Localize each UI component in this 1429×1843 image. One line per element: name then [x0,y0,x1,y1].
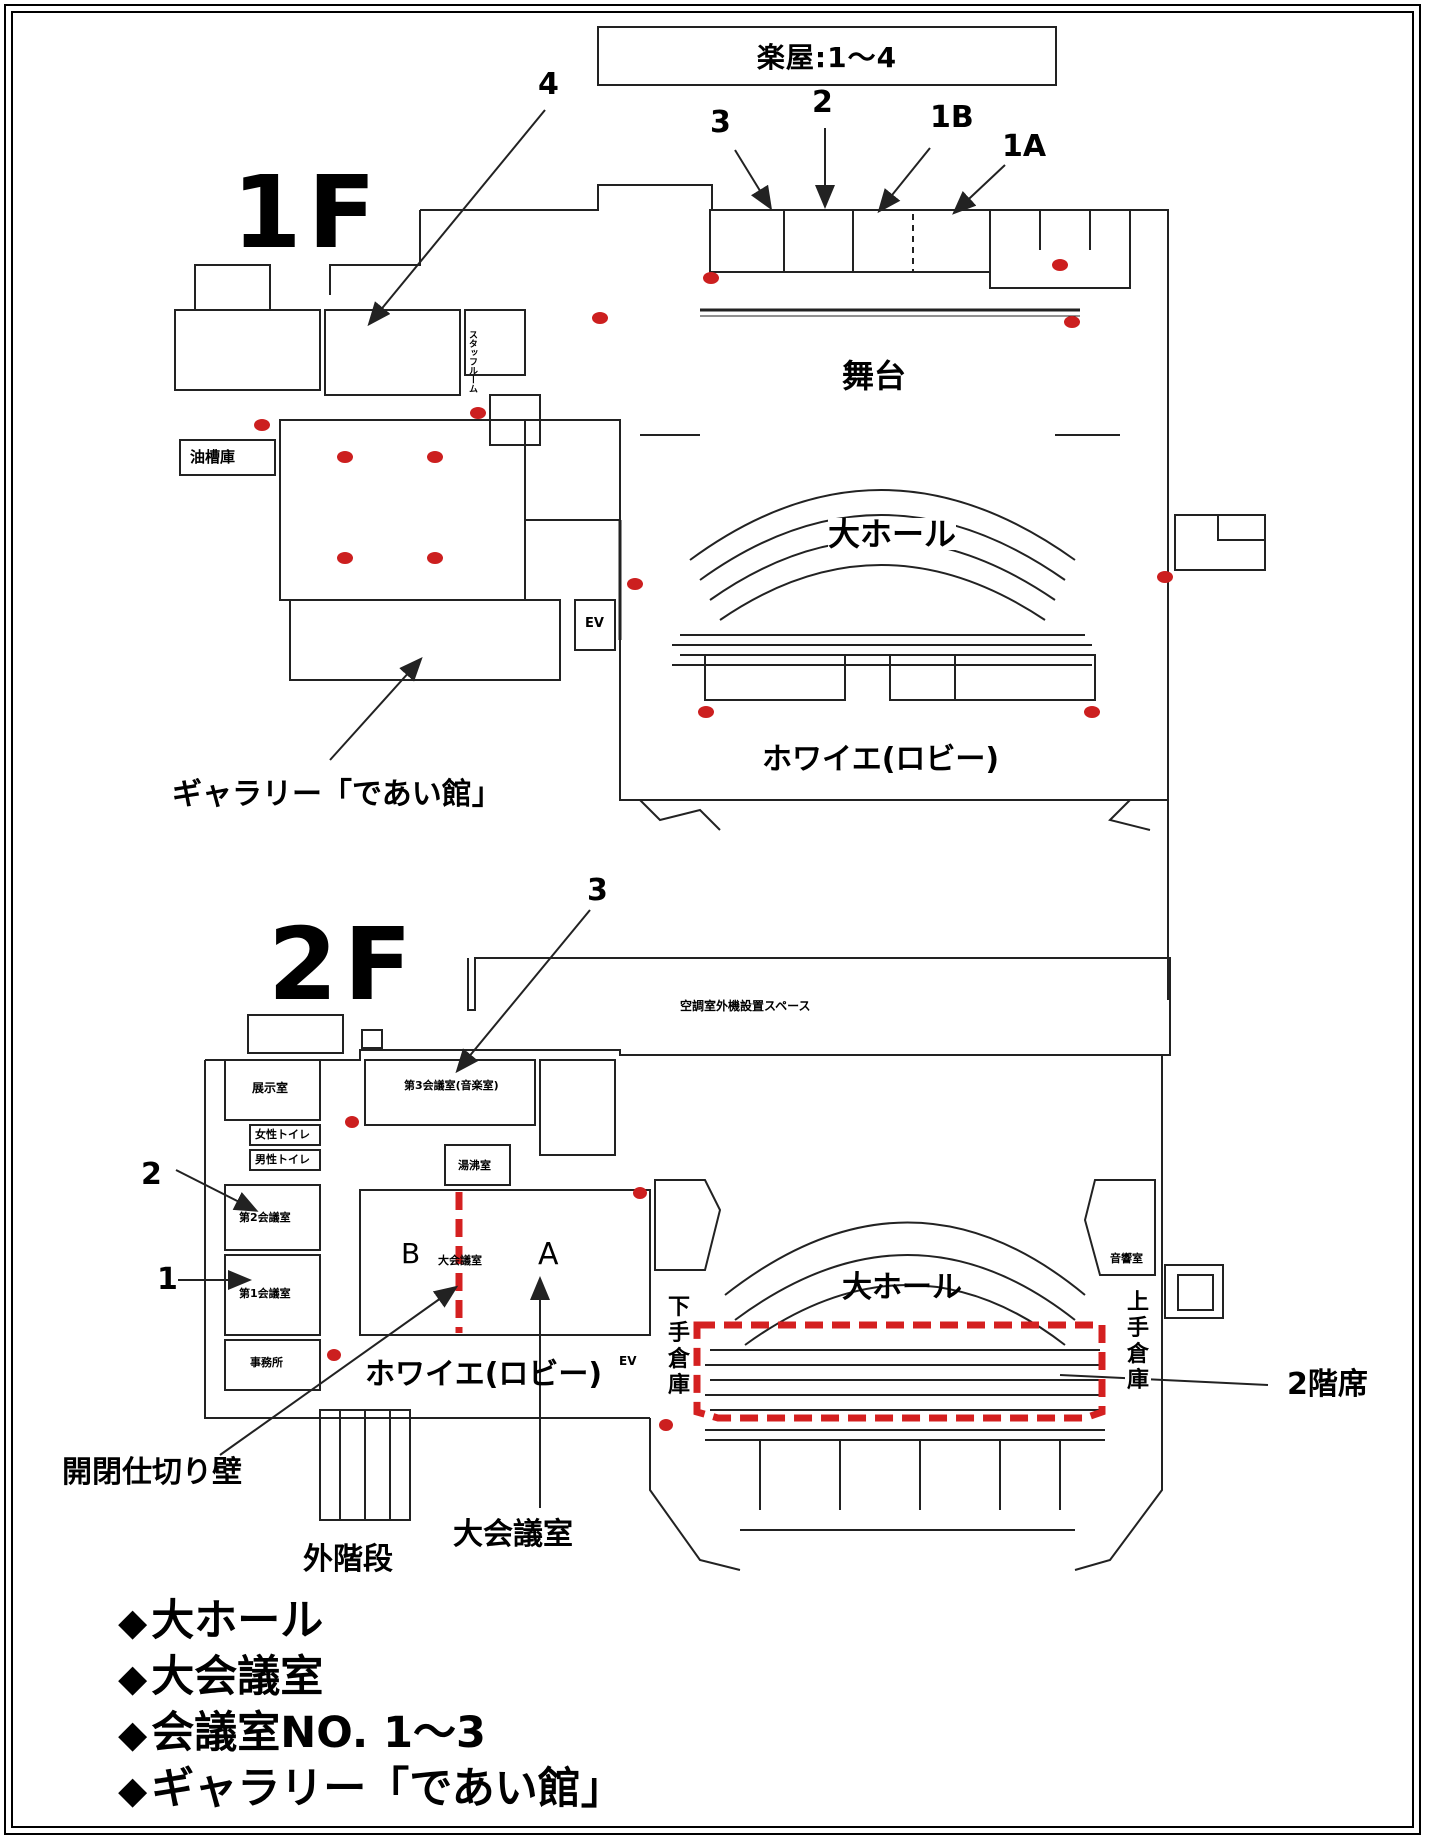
callout-room1a: 1A [1002,129,1047,164]
gallery-label: ギャラリー「であい館」 [172,777,502,812]
legend-item-text: ギャラリー「であい館」 [151,1764,624,1814]
callout-room2-2f: 2 [141,1157,162,1192]
ev-label-1f: EV [585,616,604,631]
diamond-bullet-icon: ◆ [118,1712,148,1756]
staff-room-label: スタッフルーム [467,330,477,393]
callout-room1b: 1B [930,100,974,135]
legend-item: ◆大会議室 [118,1656,624,1712]
diamond-bullet-icon: ◆ [118,1600,148,1644]
facility-legend: ◆大ホール ◆大会議室 ◆会議室NO. 1〜3 ◆ギャラリー「であい館」 [118,1600,624,1824]
callout-room2: 2 [812,85,833,120]
stage-right-storage-label: 上手倉庫 [1125,1290,1151,1394]
foyer-label-1f: ホワイエ(ロビー) [762,742,1000,777]
floor1-arrows [329,109,1006,761]
legend-item-text: 大会議室 [151,1652,324,1702]
large-conf-room-label: 大会議室 [453,1517,573,1552]
section-b-label: B [401,1237,421,1270]
kitchen-label: 湯沸室 [458,1159,491,1172]
floor2-label: 2F [268,906,418,1023]
floor2-highlights [455,1192,1106,1422]
ac-space-label: 空調室外機設置スペース [680,999,811,1013]
office-label: 事務所 [250,1356,283,1369]
dressing-rooms-header-text: 楽屋:1〜4 [756,41,898,74]
diamond-bullet-icon: ◆ [118,1768,148,1812]
conf-room2-label: 第2会議室 [239,1211,291,1224]
diamond-bullet-icon: ◆ [118,1656,148,1700]
floor1-plan [174,184,1266,1000]
floor2-plan [204,957,1224,1571]
legend-item-text: 会議室NO. 1〜3 [151,1708,486,1758]
floor1-label: 1F [232,154,382,271]
exhibition-room-label: 展示室 [252,1081,289,1095]
large-conf-small-label: 大会議室 [438,1254,482,1267]
large-hall-label-2f: 大ホール [842,1270,962,1305]
floor2-arrows [175,909,1269,1508]
callout-room1-2f: 1 [157,1262,178,1297]
legend-item-text: 大ホール [151,1596,324,1646]
conf-room1-label: 第1会議室 [239,1287,291,1300]
callout-room3: 3 [710,105,731,140]
external-stairs-label: 外階段 [303,1542,393,1577]
womens-toilet-label: 女性トイレ [255,1128,310,1141]
stage-left-storage-label: 下手倉庫 [666,1295,692,1399]
large-hall-label-1f: 大ホール [828,515,957,553]
floor2-markers [327,1116,673,1431]
section-a-label: A [538,1237,559,1272]
mens-toilet-label: 男性トイレ [255,1153,310,1166]
conf-room3-label: 第3会議室(音楽室) [404,1079,499,1092]
callout-room3-2f: 3 [587,873,608,908]
floor1-markers [254,259,1173,718]
second-floor-seats-label: 2階席 [1287,1367,1368,1402]
oil-tank-label: 油槽庫 [190,448,236,466]
legend-item: ◆会議室NO. 1〜3 [118,1712,624,1768]
stage-label: 舞台 [842,357,907,395]
callout-room4: 4 [538,67,559,102]
outer-frame [4,4,1421,1835]
partition-wall-label: 開閉仕切り壁 [62,1455,242,1490]
inner-frame [11,11,1414,1828]
legend-item: ◆大ホール [118,1600,624,1656]
dressing-rooms-header: 楽屋:1〜4 [597,26,1057,86]
foyer-label-2f: ホワイエ(ロビー) [365,1357,603,1392]
legend-item: ◆ギャラリー「であい館」 [118,1768,624,1824]
sound-room-label: 音響室 [1110,1252,1143,1265]
ev-label-2f: EV [619,1354,637,1368]
